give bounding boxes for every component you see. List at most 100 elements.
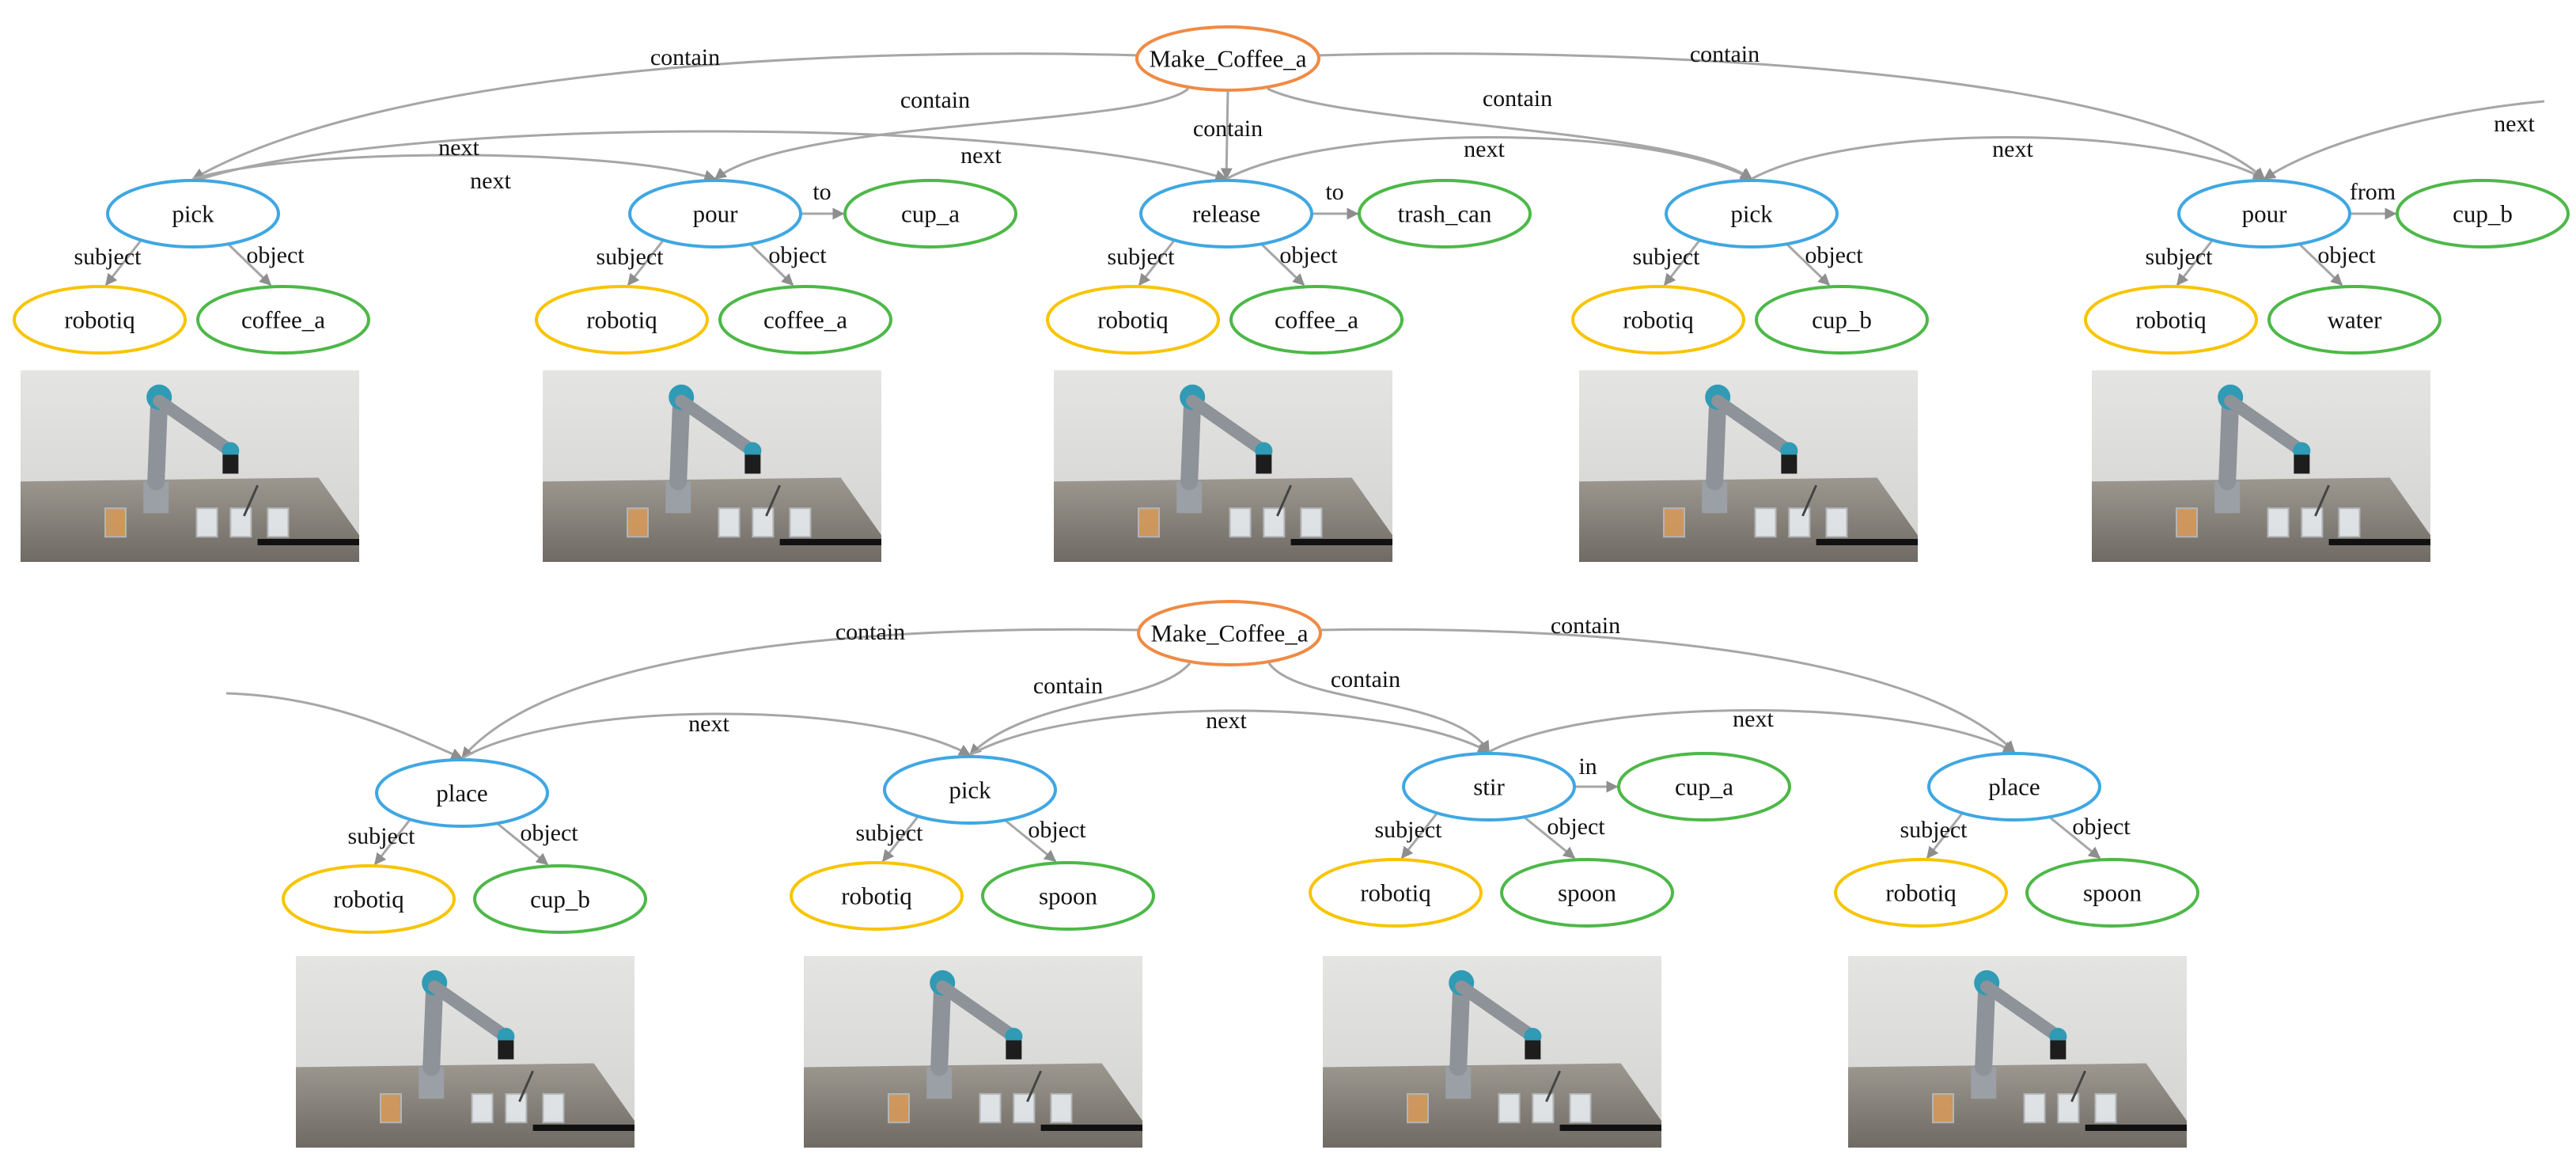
top-step-3-action-node: release (1139, 179, 1313, 249)
bottom-contain-label-1: contain (835, 619, 905, 645)
top-step-4-object-node: cup_b (1755, 285, 1929, 355)
bottom-step-2-subject-edge (881, 816, 919, 863)
top-contain-edge-1 (191, 52, 1140, 180)
top-step-5-subject-node: robotiq (2084, 285, 2258, 355)
top-step-4-object-edge (1785, 242, 1831, 287)
bottom-step-3-object-node-label: spoon (1558, 879, 1617, 907)
top-contain-label-1: contain (650, 44, 720, 70)
top-step-1-object-node-shape (196, 285, 370, 355)
bottom-step-2-subject-edge-label: subject (856, 820, 924, 846)
top-contain-label-4: contain (1483, 85, 1552, 112)
bottom-step-4-object-edge-label: object (2072, 814, 2131, 840)
top-step-2-target-edge-label: to (813, 179, 831, 205)
top-contain-edge-2 (714, 87, 1190, 180)
bottom-step-2-object-node-label: spoon (1039, 882, 1098, 910)
top-step-2-action-node-label: pour (693, 200, 739, 228)
top-step-2-photo (543, 370, 881, 562)
bottom-step-2-object-node: spoon (981, 861, 1155, 931)
top-step-3-object-edge-label: object (1279, 242, 1338, 268)
bottom-root-node-shape (1137, 600, 1322, 666)
top-step-2-subject-edge (627, 240, 665, 287)
bottom-step-3-subject-node-shape (1309, 858, 1483, 928)
top-next-label-6: next (2494, 111, 2535, 137)
bottom-next-edge-3 (969, 709, 1491, 757)
top-step-3-object-node-shape (1229, 285, 1404, 355)
bottom-step-3-action-node: stir (1402, 752, 1576, 822)
top-contain-edge-5 (1317, 52, 2266, 180)
bottom-contain-label-3: contain (1331, 666, 1400, 693)
top-step-1-object-edge-label: object (246, 242, 305, 268)
top-step-4-photo (1579, 370, 1918, 562)
top-step-5-object-edge-label: object (2317, 242, 2376, 268)
top-step-2-subject-node: robotiq (535, 285, 709, 355)
top-step-1-subject-edge (104, 240, 142, 287)
top-step-5-subject-edge-label: subject (2146, 244, 2214, 270)
top-step-2-target-node: cup_a (843, 179, 1017, 249)
top-step-2-action-node-shape (628, 179, 802, 249)
top-step-3-target-node-label: trash_can (1398, 200, 1492, 228)
top-root-node-shape (1135, 25, 1320, 92)
top-next-label-1: next (438, 135, 479, 161)
top-contain-label-2: contain (900, 87, 970, 113)
bottom-step-1-subject-node-label: robotiq (333, 886, 404, 913)
top-step-3-target-node: trash_can (1358, 179, 1532, 249)
top-step-1-action-node: pick (106, 179, 280, 249)
edges-layer (104, 52, 2545, 866)
bottom-step-2-subject-node-shape (790, 861, 964, 931)
bottom-step-4-subject-node-shape (1834, 858, 2008, 928)
top-step-4-object-node-label: cup_b (1812, 306, 1872, 334)
bottom-step-3-target-node: cup_a (1617, 752, 1791, 822)
bottom-step-4-photo (1848, 956, 2187, 1148)
top-step-2-action-node: pour (628, 179, 802, 249)
top-step-1-photo (21, 370, 359, 562)
bottom-step-2-object-edge (1004, 818, 1057, 863)
bottom-step-1-subject-node: robotiq (282, 864, 456, 934)
top-step-3-action-node-label: release (1192, 200, 1260, 228)
top-step-3-photo (1054, 370, 1392, 562)
top-step-5-object-node: water (2267, 285, 2442, 355)
bottom-contain-edge-4 (1319, 628, 2016, 753)
bottom-step-3-target-node-label: cup_a (1675, 773, 1733, 801)
top-step-1-subject-node-shape (13, 285, 187, 355)
top-step-5-photo (2092, 370, 2430, 562)
bottom-contain-edge-2 (968, 662, 1191, 757)
bottom-step-4-subject-node-label: robotiq (1885, 879, 1957, 907)
bottom-next-label-3: next (1733, 706, 1774, 732)
top-next-label-3: next (960, 142, 1002, 169)
top-step-2-object-edge-label: object (768, 242, 827, 268)
top-contain-edge-4 (1267, 87, 1753, 180)
bottom-step-3-subject-edge (1400, 813, 1438, 860)
top-step-2-subject-edge-label: subject (597, 244, 665, 270)
top-step-1-subject-node: robotiq (13, 285, 187, 355)
bottom-step-1-object-node-label: cup_b (530, 886, 590, 913)
bottom-step-2-subject-node-label: robotiq (841, 882, 912, 910)
bottom-step-4-object-node: spoon (2025, 858, 2199, 928)
top-step-1-action-node-shape (106, 179, 280, 249)
bottom-root-node-label: Make_Coffee_a (1150, 620, 1308, 647)
top-next-label-5: next (1992, 136, 2033, 162)
bottom-step-2-action-node-label: pick (949, 776, 991, 804)
top-next-edge-3 (1225, 136, 1753, 180)
top-root-node: Make_Coffee_a (1135, 25, 1320, 92)
bottom-step-3-object-node-shape (1500, 858, 1674, 928)
bottom-step-3-object-edge (1523, 815, 1576, 860)
top-step-2-object-node-shape (718, 285, 892, 355)
top-step-3-subject-node: robotiq (1046, 285, 1220, 355)
bottom-step-3-action-node-shape (1402, 752, 1576, 822)
top-step-4-action-node-label: pick (1730, 200, 1773, 228)
bottom-step-3-object-node: spoon (1500, 858, 1674, 928)
top-step-4-subject-node-label: robotiq (1623, 306, 1694, 334)
top-step-5-subject-edge (2176, 240, 2214, 287)
top-step-4-subject-edge-label: subject (1633, 244, 1701, 270)
top-next-label-2: next (470, 168, 511, 194)
bottom-next-edge-2 (461, 712, 972, 760)
bottom-step-4-subject-node: robotiq (1834, 858, 2008, 928)
top-step-2-subject-node-shape (535, 285, 709, 355)
bottom-step-4-object-node-shape (2025, 858, 2199, 928)
bottom-step-1-subject-node-shape (282, 864, 456, 934)
bottom-contain-edge-3 (1267, 662, 1491, 753)
bottom-step-3-object-edge-label: object (1547, 814, 1605, 840)
top-step-4-action-node: pick (1665, 179, 1839, 249)
bottom-step-3-subject-node: robotiq (1309, 858, 1483, 928)
